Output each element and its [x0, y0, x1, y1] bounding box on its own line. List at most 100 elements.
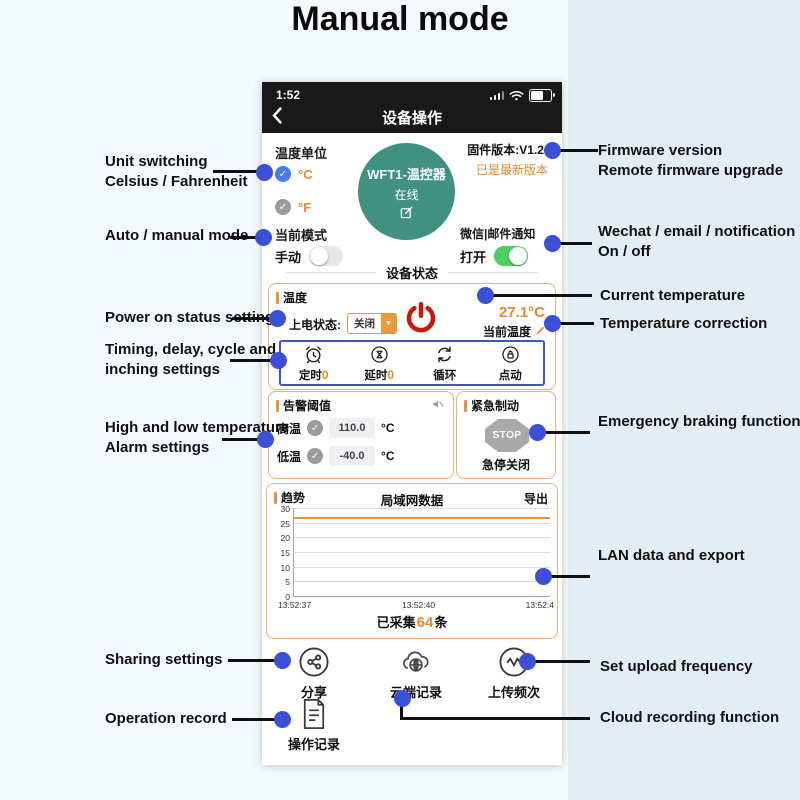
edit-icon [400, 206, 413, 219]
cloud-record-button[interactable]: 云端记录 [378, 646, 454, 701]
temperature-box: 温度 上电状态: 关闭 ▼ 27.1°C 当前温度 [268, 283, 556, 390]
callout-line [492, 294, 592, 297]
delay-button[interactable]: 延时0 [347, 342, 413, 384]
alarm-threshold-box: 告警阈值 高温 ✓ 110.0 °C 低温 ✓ -40.0 °C [268, 391, 454, 479]
signal-icon [489, 90, 504, 100]
check-icon[interactable]: ✓ [307, 448, 324, 464]
inching-button[interactable]: 点动 [478, 342, 544, 384]
high-temp-input[interactable]: 110.0 [329, 418, 376, 438]
annotation-emergency-braking: Emergency braking function [598, 413, 800, 430]
callout-line [228, 659, 278, 662]
notify-toggle[interactable] [494, 246, 529, 266]
fahrenheit-option[interactable]: ✓ °F [275, 199, 311, 215]
current-temperature-value: 27.1°C [498, 304, 545, 321]
power-button[interactable] [403, 300, 439, 336]
stop-button[interactable]: STOP [485, 419, 529, 452]
callout-dot [544, 235, 561, 252]
chevron-down-icon: ▼ [381, 314, 396, 333]
device-status-circle[interactable]: WFT1-温控器 在线 [358, 143, 455, 240]
notify-section-title: 微信|邮件通知 [460, 227, 536, 241]
callout-line [544, 431, 590, 434]
callout-line [232, 718, 278, 721]
power-state-label: 上电状态: [289, 318, 341, 332]
unchecked-icon: ✓ [275, 199, 291, 215]
cloud-globe-icon [402, 651, 429, 672]
callout-dot [544, 315, 561, 332]
temperature-trend-line [294, 516, 550, 519]
high-temp-label: 高温 [277, 421, 302, 436]
annotation-upload-frequency: Set upload frequency [600, 658, 753, 675]
callout-line [213, 170, 259, 173]
callout-dot [529, 424, 546, 441]
upload-frequency-button[interactable]: 上传频次 [476, 646, 552, 701]
callout-line [230, 359, 273, 362]
brake-box-title: 紧急制动 [471, 399, 520, 413]
export-button[interactable]: 导出 [523, 492, 548, 506]
share-button[interactable]: 分享 [284, 646, 344, 701]
callout-line [550, 575, 590, 578]
callout-dot [477, 287, 494, 304]
lan-data-chart: 30 25 20 15 10 5 0 13:52:37 13:52:40 [278, 504, 554, 610]
check-icon[interactable]: ✓ [307, 420, 324, 436]
callout-line [232, 317, 272, 320]
timing-button[interactable]: 定时0 [281, 342, 347, 384]
status-bar: 1:52 [262, 82, 562, 103]
callout-dot [544, 142, 561, 159]
callout-line [230, 236, 258, 239]
divider-label: 设备状态 [386, 266, 439, 281]
callout-line [400, 702, 403, 719]
callout-dot [257, 431, 274, 448]
callout-dot [394, 690, 411, 707]
high-temp-unit: °C [381, 421, 395, 435]
annotation-sharing-settings: Sharing settings [105, 651, 223, 668]
callout-dot [270, 352, 287, 369]
temp-box-title: 温度 [283, 291, 308, 305]
manual-mode-toggle[interactable] [309, 246, 344, 266]
annotation-operation-record: Operation record [105, 710, 227, 727]
callout-dot [274, 652, 291, 669]
cycle-icon [438, 346, 452, 362]
collected-count: 已采集 64 条 [376, 614, 448, 631]
mode-section-title: 当前模式 [275, 228, 328, 243]
callout-dot [535, 568, 552, 585]
annotation-lan-data: LAN data and export [598, 547, 745, 564]
callout-dot [274, 711, 291, 728]
lock-icon [502, 345, 519, 363]
fahrenheit-label: °F [298, 199, 312, 215]
pencil-icon[interactable] [534, 326, 545, 337]
callout-line [558, 149, 598, 152]
collected-number: 64 [416, 614, 434, 631]
mute-icon[interactable] [431, 397, 445, 411]
page-title: Manual mode [291, 0, 509, 38]
annotation-current-temperature: Current temperature [600, 287, 746, 304]
cycle-button[interactable]: 循环 [412, 342, 478, 384]
firmware-status: 已是最新版本 [475, 163, 548, 177]
low-temp-label: 低温 [277, 449, 302, 464]
power-state-dropdown[interactable]: 关闭 ▼ [347, 313, 397, 334]
alarm-clock-icon [306, 345, 322, 363]
brake-caption: 急停关闭 [481, 458, 530, 472]
annotation-power-on-status: Power on status setting [105, 309, 275, 326]
callout-line [558, 322, 594, 325]
mode-value: 手动 [275, 249, 302, 265]
device-online-status: 在线 [394, 188, 419, 202]
background-band [568, 0, 800, 800]
callout-line [558, 242, 592, 245]
callout-line [400, 717, 590, 720]
unit-section-title: 温度单位 [275, 146, 328, 161]
low-temp-input[interactable]: -40.0 [329, 446, 376, 466]
chart-subtitle: 局域网数据 [380, 494, 444, 508]
notify-value: 打开 [460, 249, 487, 265]
document-icon [303, 698, 325, 730]
celsius-option[interactable]: ✓ °C [275, 166, 313, 182]
low-temp-unit: °C [381, 449, 395, 463]
device-name: WFT1-温控器 [367, 167, 446, 182]
back-button[interactable] [272, 107, 282, 124]
operation-record-button[interactable]: 操作记录 [284, 698, 344, 753]
